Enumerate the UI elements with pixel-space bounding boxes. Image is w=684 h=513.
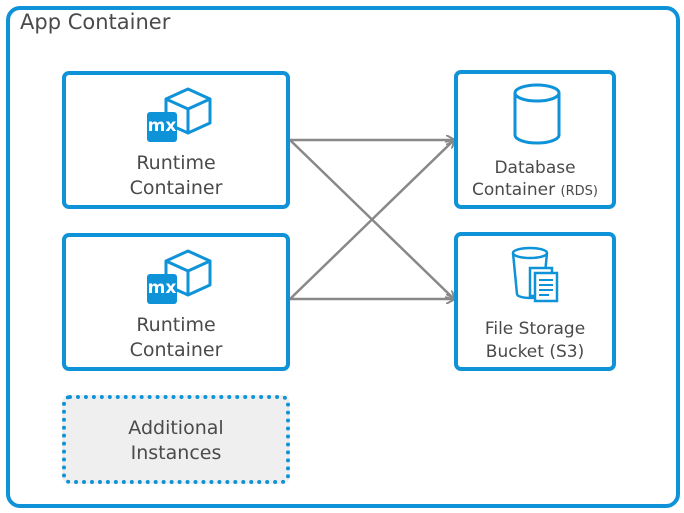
mx-badge: mx xyxy=(147,274,177,304)
runtime-container-2-line1: Runtime xyxy=(136,314,216,336)
database-container-line1: Database xyxy=(494,158,576,178)
app-container xyxy=(6,6,680,508)
database-container-line2-text: Container xyxy=(472,180,556,200)
file-storage-line1: File Storage xyxy=(484,319,586,339)
runtime-container-2-line2: Container xyxy=(129,339,223,361)
database-container-suffix: (RDS) xyxy=(560,184,598,199)
additional-instances-line1: Additional xyxy=(128,417,224,439)
mx-badge: mx xyxy=(147,112,177,142)
app-container-title: App Container xyxy=(20,10,171,34)
mx-badge-text: mx xyxy=(147,278,177,298)
runtime-container-2: mx Runtime Container xyxy=(62,233,290,371)
file-storage-line2: Bucket (S3) xyxy=(485,342,585,362)
runtime-container-1-line1: Runtime xyxy=(136,152,216,174)
additional-instances-line2: Instances xyxy=(130,442,222,464)
database-container: Database Container (RDS) xyxy=(454,70,616,209)
database-cylinder-icon xyxy=(513,83,561,145)
mx-badge-text: mx xyxy=(147,116,177,136)
runtime-container-1-line2: Container xyxy=(129,177,223,199)
bucket-document-icon xyxy=(511,246,559,303)
database-container-line2: Container (RDS) xyxy=(458,178,612,204)
additional-instances: Additional Instances xyxy=(62,395,290,484)
cube-icon xyxy=(164,249,212,297)
runtime-container-1: mx Runtime Container xyxy=(62,71,290,209)
arrow-runtime2-to-database xyxy=(289,140,454,300)
cube-icon xyxy=(164,87,212,135)
file-storage-bucket: File Storage Bucket (S3) xyxy=(454,232,616,371)
